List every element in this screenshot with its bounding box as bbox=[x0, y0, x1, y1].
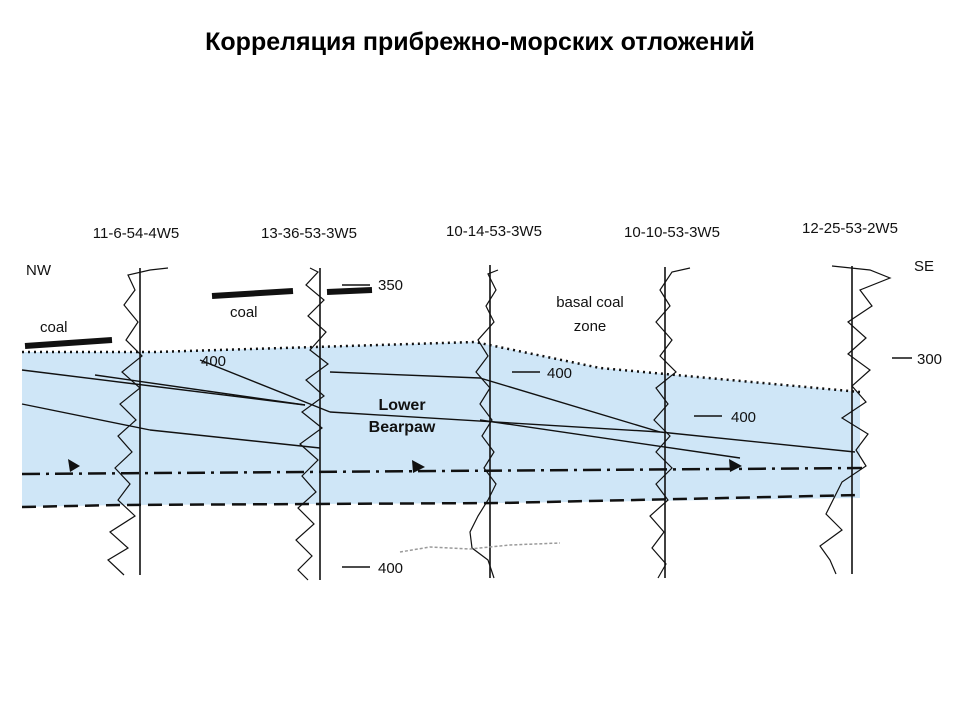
depth-label-400-b: 400 bbox=[547, 365, 572, 382]
faint-trace bbox=[399, 542, 561, 553]
arrow-1 bbox=[68, 459, 80, 472]
well-logs bbox=[107, 265, 892, 581]
arrow-3 bbox=[729, 459, 742, 472]
well-log-4 bbox=[649, 267, 691, 579]
direction-se: SE bbox=[914, 258, 934, 275]
depth-label-350: 350 bbox=[378, 277, 403, 294]
depth-label-400-bottom: 400 bbox=[378, 560, 403, 577]
unit-label-2: Bearpaw bbox=[369, 419, 436, 436]
top-dotted-boundary bbox=[22, 340, 861, 394]
depth-label-400-c: 400 bbox=[731, 409, 756, 426]
well-log-2 bbox=[295, 267, 329, 581]
coal-label-mid: coal bbox=[230, 304, 258, 321]
bottom-dashed-boundary bbox=[21, 493, 861, 509]
depth-ticks bbox=[342, 284, 912, 568]
direction-nw: NW bbox=[26, 262, 52, 279]
coal-bars bbox=[24, 287, 373, 349]
well-label-4: 10-10-53-3W5 bbox=[624, 224, 720, 241]
well-label-1: 11-6-54-4W5 bbox=[93, 225, 179, 242]
datum-dash-dot-line bbox=[21, 466, 863, 476]
basal-coal-label-2: zone bbox=[574, 318, 607, 335]
well-label-3: 10-14-53-3W5 bbox=[446, 223, 542, 240]
arrow-2 bbox=[412, 460, 425, 473]
well-label-2: 13-36-53-3W5 bbox=[261, 225, 357, 242]
correlation-lines bbox=[21, 359, 856, 459]
depth-label-400-a: 400 bbox=[201, 353, 226, 370]
coal-label-left: coal bbox=[40, 319, 68, 336]
coal-bar-mid bbox=[211, 288, 294, 299]
page-title: Корреляция прибрежно-морских отложений bbox=[205, 28, 755, 56]
basal-coal-label-1: basal coal bbox=[556, 294, 624, 311]
coal-bar-left bbox=[24, 337, 113, 349]
depth-label-300: 300 bbox=[917, 351, 942, 368]
flow-arrows bbox=[68, 459, 742, 473]
well-label-5: 12-25-53-2W5 bbox=[802, 220, 898, 237]
well-log-3 bbox=[469, 265, 499, 579]
unit-label-1: Lower bbox=[378, 397, 425, 414]
coal-bar-right bbox=[326, 287, 373, 295]
marine-interval-fill bbox=[22, 342, 860, 507]
well-log-5 bbox=[819, 265, 892, 575]
well-log-1 bbox=[107, 267, 169, 576]
